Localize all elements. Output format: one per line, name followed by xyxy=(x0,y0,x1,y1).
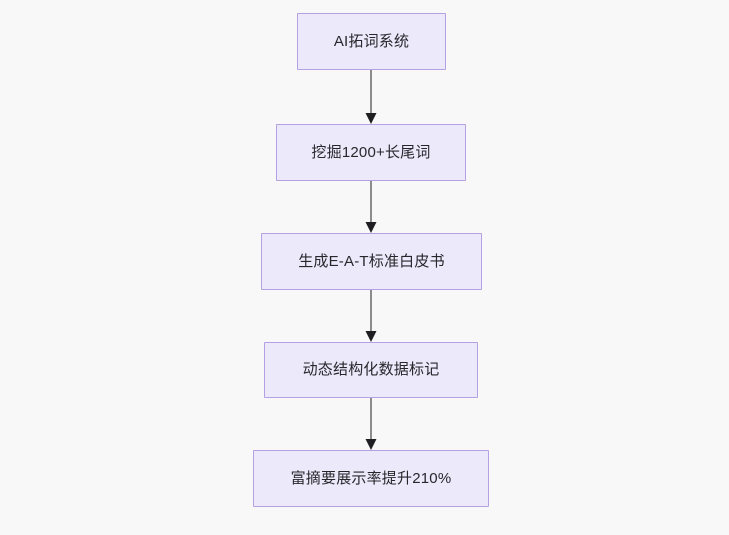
edge-n1-n2 xyxy=(365,70,377,124)
flow-node-generate-eat-whitepaper[interactable]: 生成E-A-T标准白皮书 xyxy=(261,233,482,290)
edge-n2-n3 xyxy=(365,181,377,233)
flow-node-rich-snippet-impression-lift[interactable]: 富摘要展示率提升210% xyxy=(253,450,489,507)
flow-node-mine-longtail-keywords[interactable]: 挖掘1200+长尾词 xyxy=(276,124,466,181)
flow-node-label: 挖掘1200+长尾词 xyxy=(311,143,431,161)
flow-node-label: 生成E-A-T标准白皮书 xyxy=(298,252,445,270)
edge-n4-n5 xyxy=(365,398,377,450)
flow-node-label: 动态结构化数据标记 xyxy=(302,361,440,379)
flow-node-label: 富摘要展示率提升210% xyxy=(290,469,452,487)
edge-n3-n4 xyxy=(365,290,377,342)
flow-node-ai-keyword-system[interactable]: AI拓词系统 xyxy=(297,13,446,70)
flow-node-label: AI拓词系统 xyxy=(333,32,410,50)
flow-node-dynamic-structured-data-markup[interactable]: 动态结构化数据标记 xyxy=(264,342,478,398)
